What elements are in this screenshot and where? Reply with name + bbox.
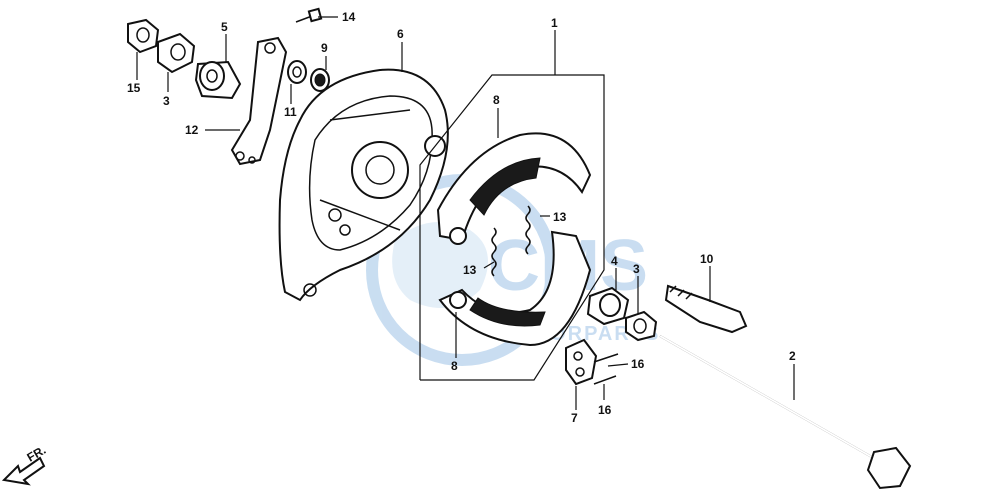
part-washer-11 (287, 60, 307, 84)
part-bushing-5 (194, 60, 242, 100)
front-label: FR. (25, 443, 49, 465)
callout-6: 6 (397, 27, 404, 41)
callout-14: 14 (342, 10, 356, 24)
part-seal-9 (310, 68, 330, 92)
callout-3-lower: 3 (633, 262, 640, 276)
callout-2: 2 (789, 349, 796, 363)
callout-9: 9 (321, 41, 328, 55)
callout-16-b: 16 (598, 403, 612, 417)
part-spring-13-a (525, 205, 531, 255)
callout-1: 1 (551, 16, 558, 30)
part-plate-7 (565, 338, 598, 386)
callout-15: 15 (127, 81, 141, 95)
part-speed-gear-10 (664, 284, 748, 334)
part-brake-arm-12 (230, 36, 288, 166)
callout-5: 5 (221, 20, 228, 34)
front-arrow: FR. (1, 443, 49, 486)
callout-7: 7 (571, 411, 578, 425)
part-cotter-pin-16-b (593, 375, 617, 385)
watermark-globe (392, 222, 488, 308)
callout-8-top: 8 (493, 93, 500, 107)
callout-10: 10 (700, 252, 714, 266)
callout-4: 4 (611, 254, 618, 268)
part-cotter-pin-16-a (593, 353, 619, 363)
leader-lines (136, 16, 795, 410)
part-collar-3-lower (625, 310, 658, 342)
callout-16-a: 16 (631, 357, 645, 371)
callout-13-b: 13 (463, 263, 477, 277)
part-collar-3-top (157, 32, 196, 74)
callout-labels: 15 3 5 12 14 11 9 6 1 8 13 13 8 4 3 10 2… (127, 10, 796, 425)
part-brake-shoe-8-bottom (438, 230, 592, 347)
part-axle-2 (659, 335, 912, 490)
callout-13-a: 13 (553, 210, 567, 224)
part-brake-shoe-8-top (436, 132, 592, 245)
callout-12: 12 (185, 123, 199, 137)
part-spring-13-b (491, 227, 497, 277)
callout-3-top: 3 (163, 94, 170, 108)
front-arrow-icon (1, 456, 46, 486)
part-bolt-14 (295, 7, 323, 23)
part-nut-15 (127, 18, 160, 54)
callout-11: 11 (284, 105, 297, 119)
callout-8-bottom: 8 (451, 359, 458, 373)
part-spacer-4 (586, 286, 630, 326)
assembly-1-outline (419, 74, 605, 381)
